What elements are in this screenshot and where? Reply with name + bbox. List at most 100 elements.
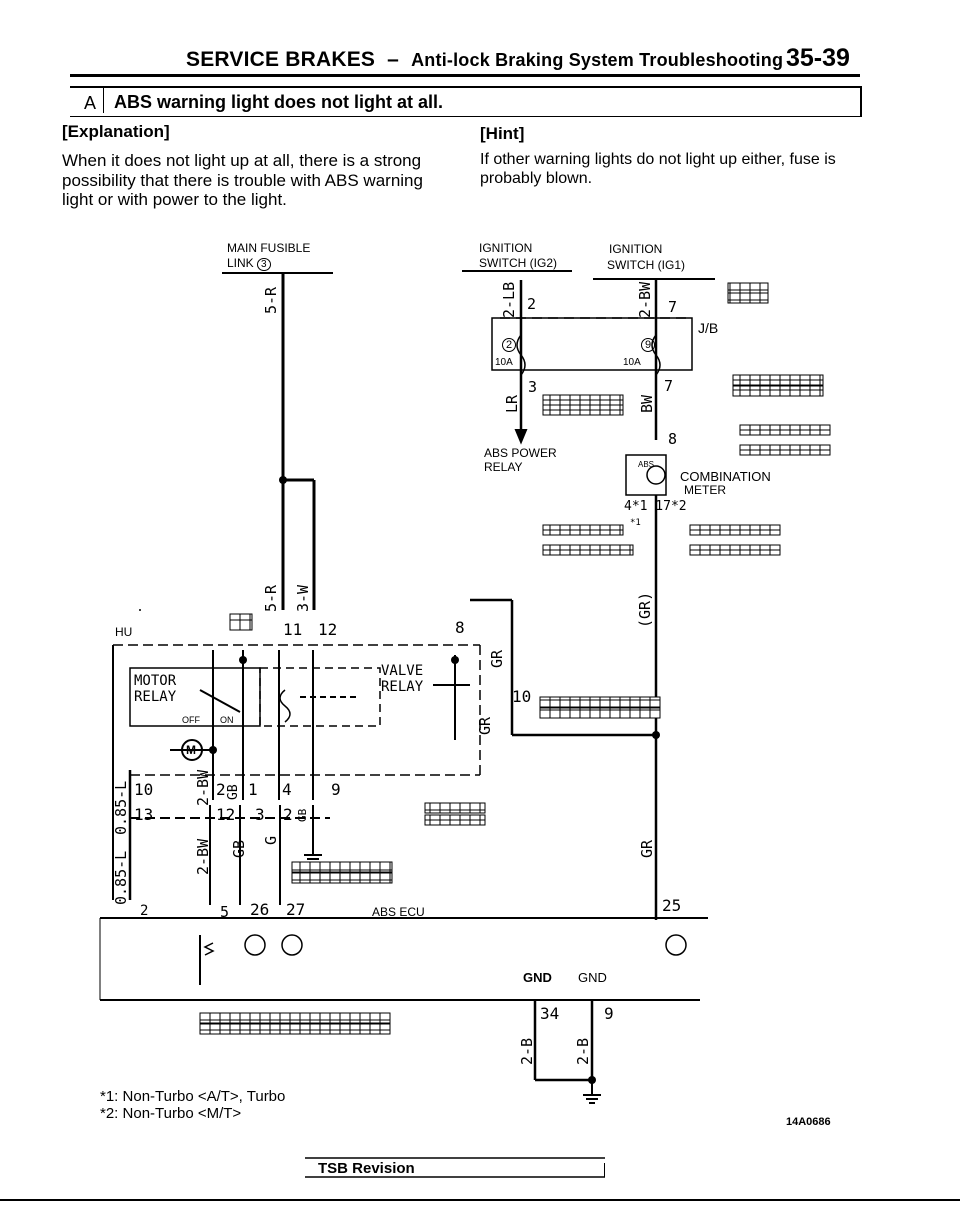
abs-power-relay-label-1: ABS POWER — [484, 446, 557, 460]
abs-warning-lamp-label: ABS — [638, 460, 655, 469]
jb-label: J/B — [698, 320, 719, 336]
wire-label-085l-a: 0.85-L — [112, 780, 130, 835]
pin-11: 11 — [283, 620, 303, 639]
pin-4-17: 4*1 17*2 — [624, 499, 687, 514]
jb-box — [491, 317, 693, 371]
footnote-2: *2: Non-Turbo <M/T> — [100, 1105, 242, 1122]
wire-label-2bw-b: 2-BW — [194, 838, 212, 875]
main-fusible-link-text: LINK — [227, 256, 254, 270]
pin-8-hu: 8 — [455, 618, 465, 637]
wire-label-2bw-a: 2-BW — [194, 769, 212, 806]
header-section: SERVICE BRAKES — [186, 48, 376, 71]
fuse-9-number: 9 — [641, 338, 656, 352]
wire-label-2lb: 2-LB — [500, 281, 518, 318]
explanation-line-3: light or with power to the light. — [62, 190, 287, 209]
pin-10-mid: 10 — [512, 687, 532, 706]
ignition-ig1-label-1: IGNITION — [609, 242, 663, 256]
wire-label-gb-c: GB — [296, 808, 309, 822]
combination-meter-label-1: COMBINATION — [680, 469, 771, 484]
pin-2-ecu: 2 — [140, 903, 149, 919]
symptom-box — [70, 86, 862, 117]
combination-meter-label-2: METER — [684, 483, 726, 497]
pin-2-b: 2 — [283, 805, 293, 824]
pin-1: 1 — [248, 780, 258, 799]
main-fusible-link-label: MAIN FUSIBLE — [227, 241, 311, 255]
header-rule — [70, 74, 860, 77]
valve-relay-label-2: RELAY — [381, 679, 424, 695]
hint-line-1: If other warning lights do not light up … — [480, 151, 836, 168]
pin-8-meter: 8 — [668, 430, 678, 448]
on-label: ON — [220, 715, 234, 725]
main-fusible-link-label-2: LINK 3 — [227, 256, 271, 271]
explanation-line-1: When it does not light up at all, there … — [62, 151, 422, 170]
pin-10-left: 10 — [134, 780, 154, 799]
ignition-ig2-label-2: SWITCH (IG2) — [479, 256, 557, 270]
wire-label-2b-a: 2-B — [518, 1037, 536, 1065]
pin-12-b: 12 — [216, 805, 236, 824]
gnd-label-2: GND — [578, 970, 607, 985]
pin-9-gnd: 9 — [604, 1004, 614, 1023]
symptom-divider — [103, 88, 104, 113]
motor-relay-label-1: MOTOR — [134, 673, 177, 689]
wire-label-g: G — [262, 835, 280, 845]
fusible-link-number: 3 — [257, 258, 271, 271]
pin-9: 9 — [331, 780, 341, 799]
wire-label-gb-b: GB — [230, 839, 248, 858]
pin-13: 13 — [134, 805, 154, 824]
abs-power-relay-label-2: RELAY — [484, 460, 523, 474]
pin-12: 12 — [318, 620, 338, 639]
gnd-label-1: GND — [523, 970, 552, 985]
wire-label-085l-b: 0.85-L — [112, 850, 130, 905]
wire-label-gr-c: GR — [638, 839, 656, 858]
ignition-ig2-label-1: IGNITION — [479, 241, 533, 255]
header-subtitle: Anti-lock Braking System Troubleshooting — [411, 50, 784, 70]
pin-27: 27 — [286, 900, 306, 919]
wire-label-3w: 3-W — [294, 584, 312, 612]
connector-star1: *1 — [630, 518, 641, 528]
pin-34: 34 — [540, 1004, 560, 1023]
wire-label-2b-b: 2-B — [574, 1037, 592, 1065]
wire-label-2bw-top: 2-BW — [636, 281, 654, 318]
wire-label-5r-mid: 5-R — [262, 584, 280, 612]
valve-relay-label-1: VALVE — [381, 663, 424, 679]
pin-5: 5 — [220, 903, 230, 921]
fuse-2-number: 2 — [502, 338, 517, 352]
footnote-1: *1: Non-Turbo <A/T>, Turbo — [100, 1088, 286, 1105]
pin-25: 25 — [662, 896, 682, 915]
header-dash: – — [387, 48, 400, 71]
explanation-line-2: possibility that there is trouble with A… — [62, 171, 423, 190]
fuse-2-rating: 10A — [495, 357, 513, 368]
hint-heading: [Hint] — [480, 124, 525, 143]
hu-label: HU — [115, 625, 133, 639]
explanation-heading: [Explanation] — [62, 122, 170, 141]
connector-blocks — [199, 282, 831, 1035]
tsb-revision: TSB Revision — [318, 1160, 415, 1177]
wire-label-gr-b: GR — [476, 716, 494, 735]
figure-id: 14A0686 — [786, 1116, 831, 1128]
symptom-title: ABS warning light does not light at all. — [114, 92, 444, 112]
symptom-code: A — [84, 93, 97, 113]
fuse-9-rating: 10A — [623, 357, 641, 368]
wire-label-lr: LR — [503, 394, 521, 413]
pin-4: 4 — [282, 780, 292, 799]
pin-7-mid: 7 — [664, 377, 674, 395]
header-title: SERVICE BRAKES – Anti-lock Braking Syste… — [186, 48, 783, 72]
ignition-ig1-label-2: SWITCH (IG1) — [607, 258, 685, 272]
wire-label-gb-a: GB — [226, 784, 241, 800]
wire-label-gr-a: GR — [488, 649, 506, 668]
pin-3-b: 3 — [255, 805, 265, 824]
abs-ecu-label: ABS ECU — [372, 905, 425, 919]
pin-2-a: 2 — [216, 780, 226, 799]
hint-line-2: probably blown. — [480, 170, 593, 187]
tsb-end-tick — [604, 1163, 605, 1177]
off-label: OFF — [182, 715, 200, 725]
motor-relay-label-2: RELAY — [134, 689, 177, 705]
pin-26: 26 — [250, 900, 270, 919]
wire-label-bw: BW — [638, 394, 656, 413]
motor-symbol-label: M — [186, 743, 196, 757]
pin-2-top: 2 — [527, 295, 537, 313]
wire-label-gr-paren: (GR) — [636, 591, 654, 628]
page-number: 35-39 — [786, 44, 850, 72]
pin-7-top: 7 — [668, 298, 678, 316]
